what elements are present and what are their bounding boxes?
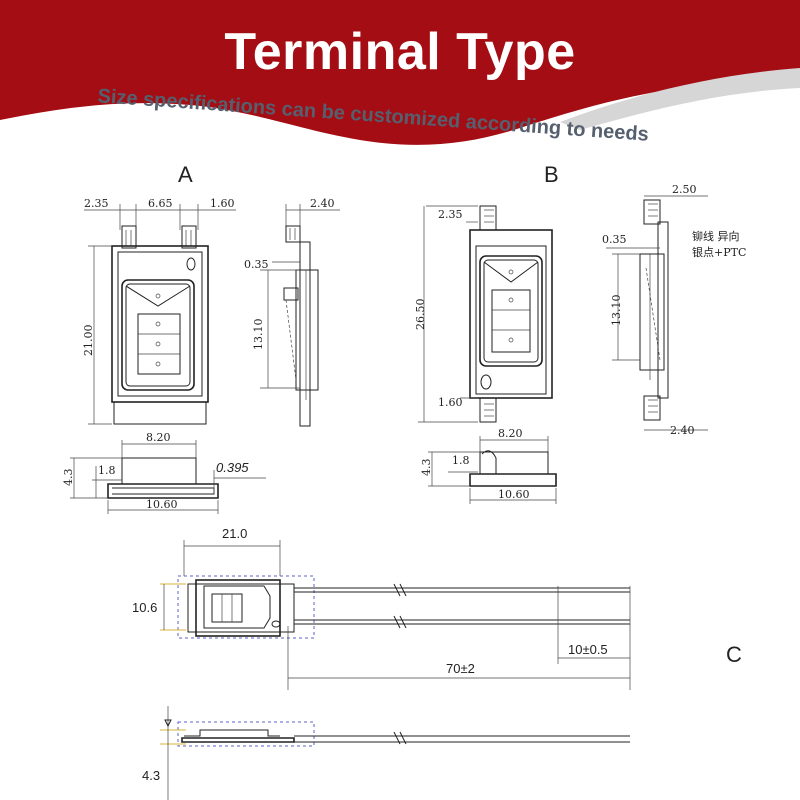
dim-c-43: 4.3 xyxy=(142,768,160,783)
header-banner xyxy=(0,0,800,145)
dim-a-665: 6.65 xyxy=(148,197,173,210)
view-a: A 2.35 6.65 1.60 21.00 xyxy=(62,162,340,514)
banner-red-shape xyxy=(0,0,800,145)
dim-b-43: 4.3 xyxy=(420,459,433,477)
view-c: C 21.0 10.6 10±0.5 70±2 xyxy=(132,526,742,800)
dim-a-235: 2.35 xyxy=(84,197,109,210)
banner-grey-swoosh xyxy=(560,68,800,130)
dim-c-106: 10.6 xyxy=(132,600,157,615)
dim-a-035: 0.35 xyxy=(244,258,269,271)
label-b: B xyxy=(544,162,559,187)
note-b-1: 铆线 异向 xyxy=(692,229,740,243)
dim-b-240: 2.40 xyxy=(670,424,695,437)
dim-b-2650: 26.50 xyxy=(414,299,427,331)
dim-a-160: 1.60 xyxy=(210,197,235,210)
dim-b-035: 0.35 xyxy=(602,233,627,246)
dim-c-10: 10±0.5 xyxy=(568,642,608,657)
dim-c-70: 70±2 xyxy=(446,661,475,676)
label-a: A xyxy=(178,162,193,187)
dim-c-210: 21.0 xyxy=(222,526,247,541)
note-b-2: 银点+PTC xyxy=(692,245,746,259)
subtitle: Size specifications can be customized ac… xyxy=(97,85,650,145)
page-title: Terminal Type xyxy=(224,23,576,81)
dim-a-43: 4.3 xyxy=(62,469,75,487)
dim-a-2100: 21.00 xyxy=(82,325,95,357)
dim-b-1310: 13.10 xyxy=(610,295,623,327)
dim-b-1060: 10.60 xyxy=(498,488,530,501)
dim-b-160: 1.60 xyxy=(438,396,463,409)
dim-a-240: 2.40 xyxy=(310,197,335,210)
view-b: B 2.35 26.50 1.60 2.50 xyxy=(414,162,746,504)
dim-b-18: 1.8 xyxy=(452,454,470,467)
dim-a-18: 1.8 xyxy=(98,464,116,477)
dim-a-0395: 0.395 xyxy=(216,460,249,475)
dim-a-1060: 10.60 xyxy=(146,498,178,511)
label-c: C xyxy=(726,642,742,667)
dim-b-820: 8.20 xyxy=(498,427,523,440)
dim-a-820: 8.20 xyxy=(146,431,171,444)
dim-b-235: 2.35 xyxy=(438,208,463,221)
dim-b-250: 2.50 xyxy=(672,183,697,196)
dim-a-1310: 13.10 xyxy=(252,319,265,351)
